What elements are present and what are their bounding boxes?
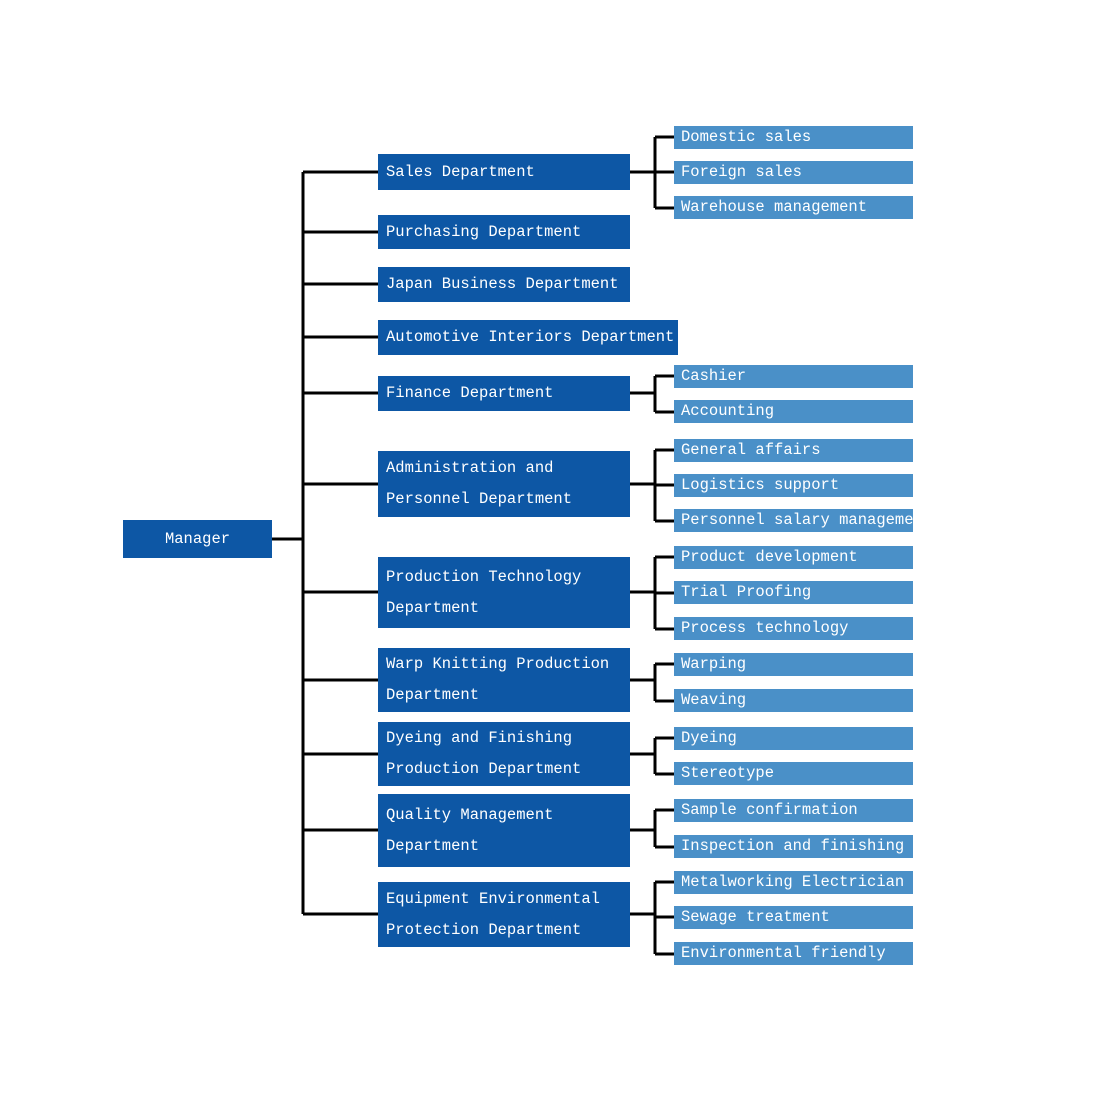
dept-label: Automotive Interiors Department (386, 328, 675, 346)
sub-box-logistics-support: Logistics support (674, 474, 913, 497)
dept-box-equipment-environmental: Equipment Environmental Protection Depar… (378, 882, 630, 947)
dyeing-branch-lines (630, 736, 674, 776)
dept-box-quality-management: Quality Management Department (378, 794, 630, 867)
dept-box-finance: Finance Department (378, 376, 630, 411)
dept-label: Production Department (386, 760, 582, 778)
sub-box-dyeing: Dyeing (674, 727, 913, 750)
dept-label: Japan Business Department (386, 275, 619, 293)
equipment-branch-lines (630, 880, 674, 956)
sub-box-stereotype: Stereotype (674, 762, 913, 785)
dept-label: Quality Management (386, 805, 554, 824)
dept-label: Sales Department (386, 162, 535, 181)
dept-label: Protection Department (386, 920, 582, 939)
sales-branch-lines (630, 135, 674, 210)
dept-box-purchasing: Purchasing Department (378, 215, 630, 249)
sub-box-sewage-treatment: Sewage treatment (674, 906, 913, 929)
dept-box-automotive-interiors: Automotive Interiors Department (378, 320, 678, 355)
administration-branch-lines (630, 448, 674, 523)
dept-label: Department (386, 836, 480, 855)
dept-box-warp-knitting: Warp Knitting Production Department (378, 648, 630, 712)
dept-box-japan-business: Japan Business Department (378, 267, 630, 302)
production-technology-branch-lines (630, 555, 674, 631)
dept-label: Department (386, 686, 480, 704)
sub-box-domestic-sales: Domestic sales (674, 126, 913, 149)
dept-box-production-technology: Production Technology Department (378, 557, 630, 628)
sub-box-personnel-salary-management: Personnel salary management (674, 509, 913, 532)
dept-label: Personnel Department (386, 490, 573, 508)
dept-box-sales: Sales Department (378, 154, 630, 190)
sub-box-general-affairs: General affairs (674, 439, 913, 462)
sub-box-cashier: Cashier (674, 365, 913, 388)
sub-box-foreign-sales: Foreign sales (674, 161, 913, 184)
dept-label: Dyeing and Finishing (386, 729, 573, 747)
sub-box-environmental-friendly: Environmental friendly (674, 942, 913, 965)
finance-branch-lines (630, 374, 674, 414)
sub-box-process-technology: Process technology (674, 617, 913, 640)
sub-box-warehouse-management: Warehouse management (674, 196, 913, 219)
dept-box-administration-personnel: Administration and Personnel Department (378, 451, 630, 517)
sub-box-trial-proofing: Trial Proofing (674, 581, 913, 604)
dept-label: Warp Knitting Production (386, 655, 610, 673)
dept-label: Equipment Environmental (386, 889, 600, 908)
dept-label: Production Technology (386, 567, 582, 586)
dept-label: Department (386, 598, 480, 617)
warp-knitting-branch-lines (630, 662, 674, 703)
dept-label: Administration and (386, 459, 554, 477)
sub-box-metalworking-electrician: Metalworking Electrician (674, 871, 913, 894)
sub-box-sample-confirmation: Sample confirmation (674, 799, 913, 822)
sub-box-product-development: Product development (674, 546, 913, 569)
dept-label: Finance Department (386, 384, 554, 402)
sub-box-accounting: Accounting (674, 400, 913, 423)
left-trunk-lines (272, 170, 378, 916)
sub-box-inspection-finishing: Inspection and finishing (674, 835, 913, 858)
quality-branch-lines (630, 808, 674, 849)
dept-box-dyeing-finishing: Dyeing and Finishing Production Departme… (378, 722, 630, 786)
sub-box-warping: Warping (674, 653, 913, 676)
dept-label: Purchasing Department (386, 222, 582, 241)
sub-box-weaving: Weaving (674, 689, 913, 712)
manager-box: Manager (123, 520, 272, 558)
